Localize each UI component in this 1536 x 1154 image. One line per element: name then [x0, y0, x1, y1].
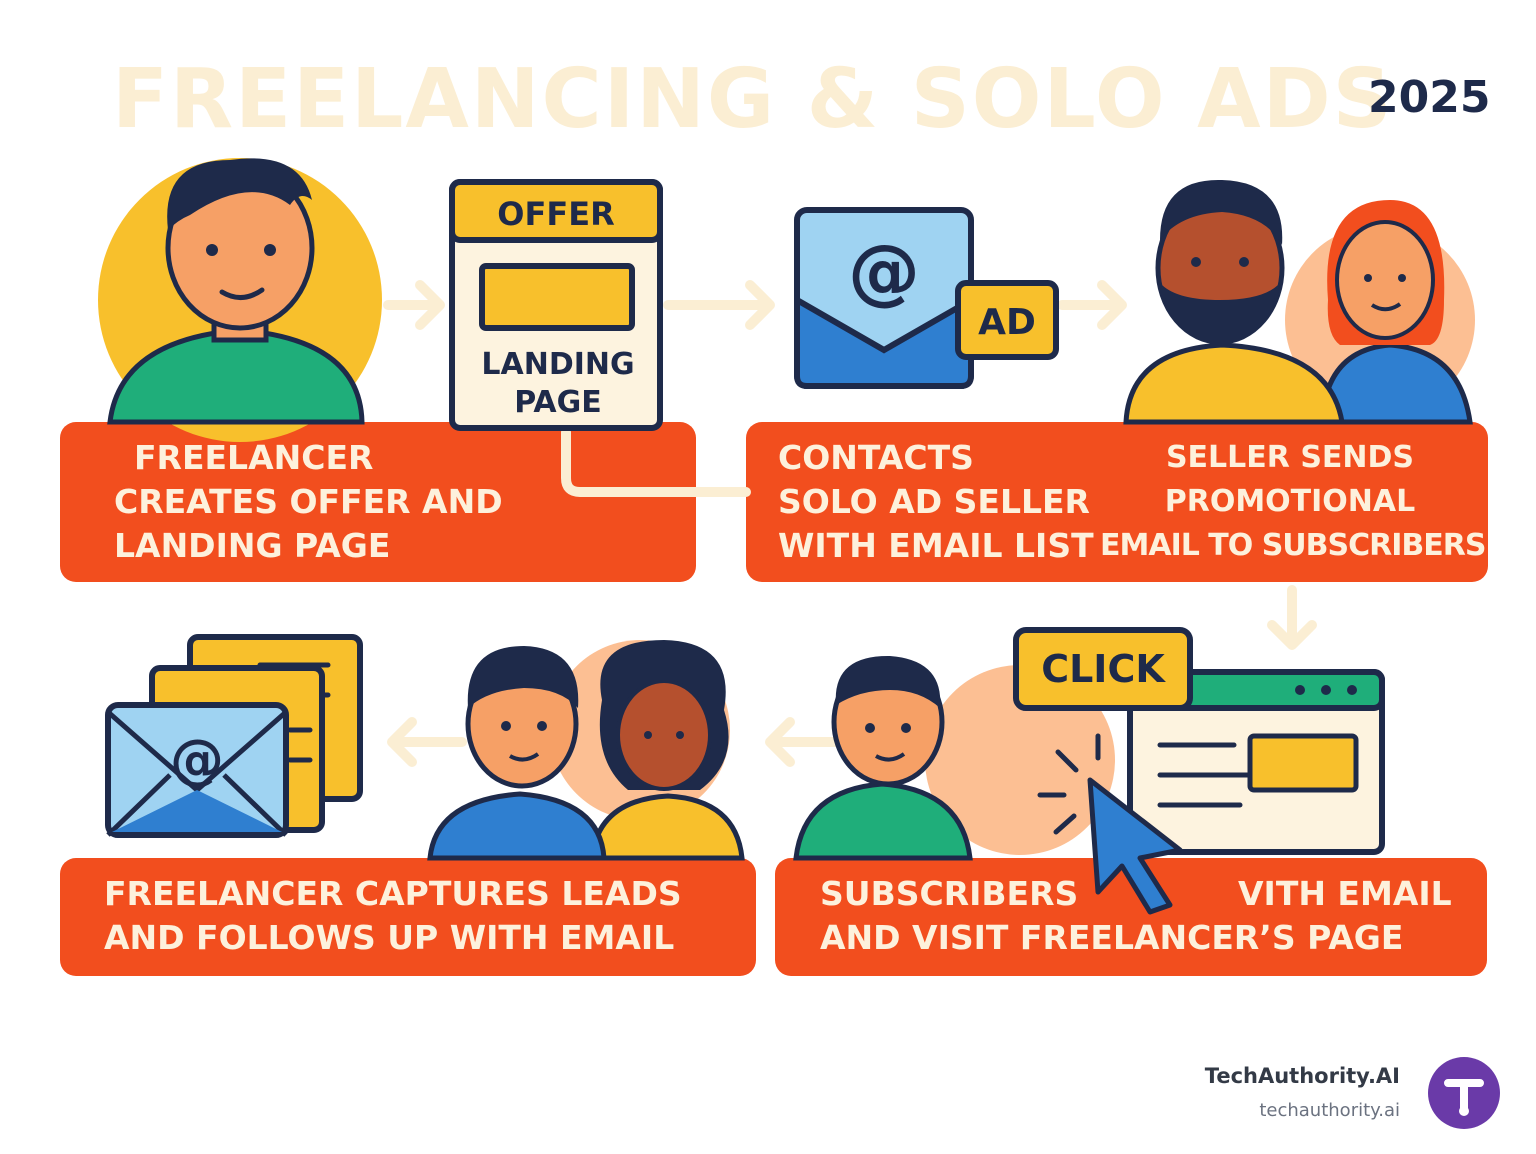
arrow-down-icon	[1267, 585, 1317, 650]
step-1-caption: FREELANCER CREATES OFFER AND LANDING PAG…	[114, 436, 503, 568]
follow-up-emails-icon	[105, 634, 363, 838]
step-2-3-box	[746, 422, 1488, 582]
step-5-box	[60, 858, 756, 976]
step-3-caption: SELLER SENDS PROMOTIONAL EMAIL TO SUBSCR…	[1100, 436, 1486, 568]
step-5-line-1: FREELANCER CAPTURES LEADS	[104, 874, 682, 913]
email-ad-icon	[794, 207, 1059, 389]
step-5-line-2: AND FOLLOWS UP WITH EMAIL	[104, 918, 675, 957]
step-1-line-1: FREELANCER	[134, 438, 374, 477]
cursor-icon	[1087, 777, 1183, 915]
step-3-line-3: EMAIL TO SUBSCRIBERS	[1100, 528, 1486, 563]
flow-arrows	[383, 280, 1317, 767]
step-2-line-3: WITH EMAIL LIST	[778, 526, 1094, 565]
freelancer-illustration	[98, 158, 382, 442]
step-3-line-1: SELLER SENDS	[1165, 440, 1415, 475]
at-symbol: @	[848, 229, 920, 313]
landing-page-icon	[449, 179, 663, 431]
step-3-line-2: PROMOTIONAL	[1164, 484, 1416, 519]
brand-logo	[1428, 1057, 1500, 1129]
infographic-title: FREELANCING & SOLO ADS	[112, 52, 1394, 147]
click-label: CLICK	[1041, 647, 1166, 691]
step-2-caption: CONTACTS SOLO AD SELLER WITH EMAIL LIST	[778, 436, 1094, 568]
offer-label: OFFER	[497, 195, 614, 233]
connector-line	[561, 427, 751, 497]
arrow-2-icon	[663, 280, 775, 330]
subscriber-illustration	[793, 655, 973, 861]
landing-label-2: PAGE	[514, 385, 602, 420]
subscribers-illustration	[1123, 179, 1475, 425]
step-4-line-3: AND VISIT FREELANCER’S PAGE	[820, 918, 1404, 957]
at-symbol-small: @	[170, 728, 224, 791]
step-4-line-1: SUBSCRIBERS	[820, 874, 1079, 913]
step-5-caption: FREELANCER CAPTURES LEADS AND FOLLOWS UP…	[104, 872, 682, 960]
ad-label: AD	[978, 302, 1036, 343]
leads-illustration	[427, 640, 745, 861]
step-4-caption: SUBSCRIBERS AND VISIT FREELANCER’S PAGE	[820, 872, 1403, 960]
arrow-3-icon	[1057, 280, 1127, 330]
brand-url: techauthority.ai	[1259, 1100, 1400, 1121]
logo-mark-icon	[1444, 1079, 1484, 1116]
arrow-left-2-icon	[387, 717, 467, 767]
brand-name: TechAuthority.AI	[1204, 1064, 1400, 1088]
step-4-fragment: VITH EMAIL	[1238, 874, 1452, 913]
landing-label-1: LANDING	[481, 347, 634, 382]
step-2-line-1: CONTACTS	[778, 438, 974, 477]
step-1-line-3: LANDING PAGE	[114, 526, 391, 565]
click-window-icon	[925, 627, 1385, 915]
year-label: 2025	[1368, 72, 1491, 123]
step-2-line-2: SOLO AD SELLER	[778, 482, 1090, 521]
step-1-box	[60, 422, 696, 582]
arrow-1-icon	[383, 280, 445, 330]
arrow-left-1-icon	[765, 717, 845, 767]
step-1-line-2: CREATES OFFER AND	[114, 482, 503, 521]
